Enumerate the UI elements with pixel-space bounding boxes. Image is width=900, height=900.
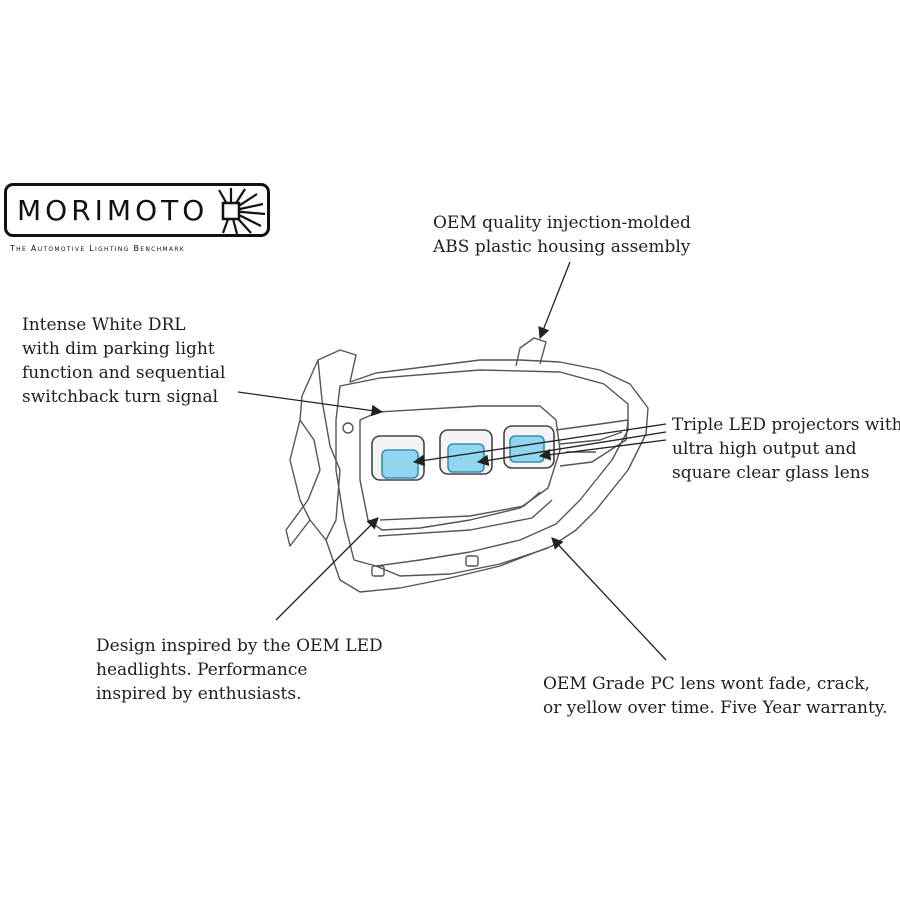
callout-line: ultra high output and	[672, 439, 857, 459]
logo-tagline: The Automotive Lighting Benchmark	[10, 244, 186, 253]
housing-inner-rim	[335, 369, 629, 567]
callout-line: square clear glass lens	[672, 463, 870, 483]
callout-line: OEM quality injection-molded	[433, 213, 691, 233]
callout-line: function and sequential	[22, 363, 226, 383]
mount-bracket	[317, 359, 341, 541]
callout-line: OEM Grade PC lens wont fade, crack,	[543, 674, 870, 694]
projector-lens-1	[381, 449, 419, 479]
leader-design	[275, 517, 379, 621]
callout-line: inspired by enthusiasts.	[96, 684, 302, 704]
callout-line: switchback turn signal	[22, 387, 219, 407]
side-tab	[289, 419, 311, 521]
leader-projector-2	[476, 431, 667, 467]
leader-lens	[551, 537, 667, 661]
sunburst-icon	[218, 188, 266, 235]
top-tab	[515, 337, 547, 367]
callout-drl: Intense White DRL with dim parking light…	[22, 313, 225, 409]
callout-housing: OEM quality injection-molded ABS plastic…	[433, 211, 691, 259]
leader-projector-1	[412, 423, 667, 467]
projector-lens-3	[509, 435, 545, 463]
callout-line: or yellow over time. Five Year warranty.	[543, 698, 888, 718]
leader-drl	[237, 391, 384, 417]
callout-projectors: Triple LED projectors with ultra high ou…	[672, 413, 900, 485]
logo-wordmark: MORIMOTO	[17, 194, 209, 227]
drl-light-bar	[379, 491, 541, 521]
morimoto-logo: MORIMOTO	[4, 183, 270, 237]
leader-housing	[538, 261, 571, 340]
callout-line: Triple LED projectors with	[672, 415, 900, 435]
callout-line: Intense White DRL	[22, 315, 186, 335]
callout-line: headlights. Performance	[96, 660, 308, 680]
callout-line: with dim parking light	[22, 339, 215, 359]
lower-trim	[375, 547, 549, 577]
projector-lens-2	[447, 443, 485, 473]
callout-line: Design inspired by the OEM LED	[96, 636, 383, 656]
callout-lens: OEM Grade PC lens wont fade, crack, or y…	[543, 672, 888, 720]
callout-line: ABS plastic housing assembly	[433, 237, 691, 257]
leader-projector-3	[538, 439, 667, 461]
callout-design: Design inspired by the OEM LED headlight…	[96, 634, 383, 706]
